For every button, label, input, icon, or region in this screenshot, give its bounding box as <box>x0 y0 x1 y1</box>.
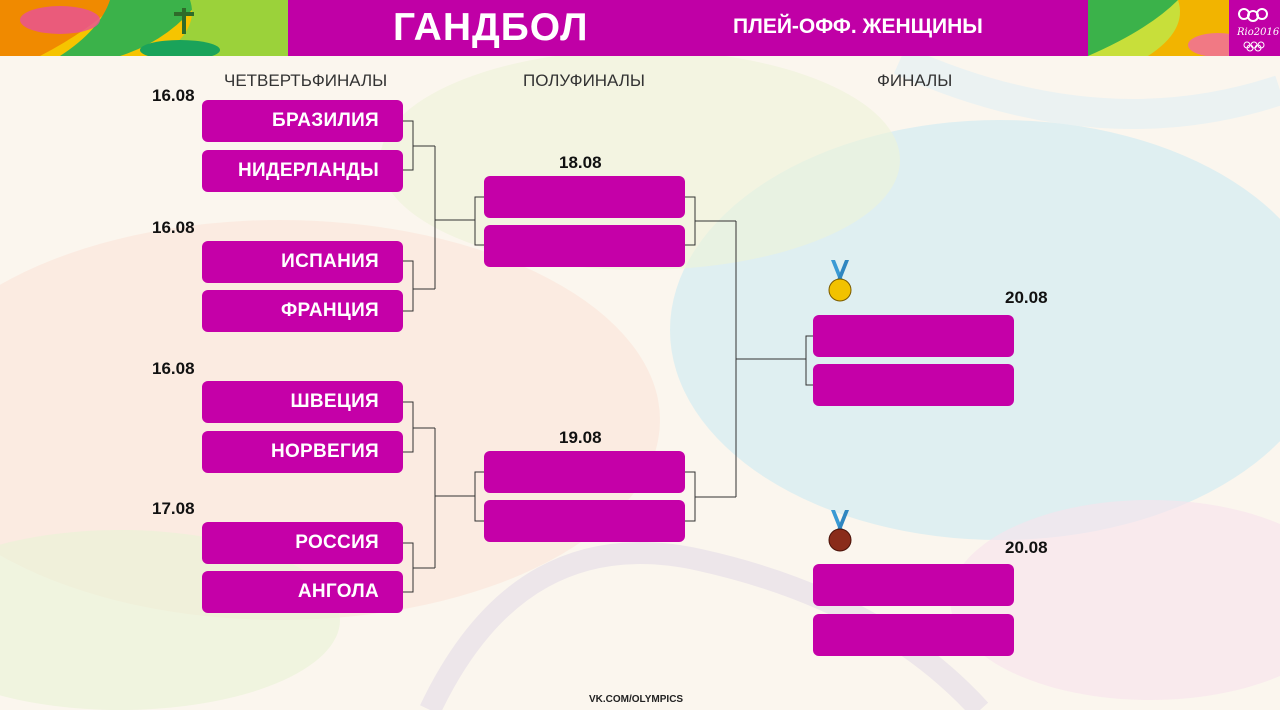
qf1-team2: НИДЕРЛАНДЫ <box>202 150 403 192</box>
qf2-date: 16.08 <box>152 218 195 238</box>
sf1-team1 <box>484 176 685 218</box>
footer-credit: VK.COM/OLYMPICS <box>589 694 683 705</box>
sf1-team2 <box>484 225 685 267</box>
page-subtitle: ПЛЕЙ-ОФФ. ЖЕНЩИНЫ <box>733 15 983 39</box>
bronze-team1 <box>813 564 1014 606</box>
qf3-date: 16.08 <box>152 359 195 379</box>
qf4-team1: РОССИЯ <box>202 522 403 564</box>
sf2-team2 <box>484 500 685 542</box>
header-decoration-left <box>0 0 288 56</box>
rio2016-logo: Rio2016 <box>1229 0 1280 56</box>
round-label-quarterfinals: ЧЕТВЕРТЬФИНАЛЫ <box>224 71 387 91</box>
logo-text: Rio2016 <box>1237 27 1279 38</box>
round-label-semifinals: ПОЛУФИНАЛЫ <box>523 71 645 91</box>
qf4-date: 17.08 <box>152 499 195 519</box>
qf3-team2: НОРВЕГИЯ <box>202 431 403 473</box>
qf1-team1: БРАЗИЛИЯ <box>202 100 403 142</box>
qf3-team1: ШВЕЦИЯ <box>202 381 403 423</box>
bronze-team2 <box>813 614 1014 656</box>
final-date: 20.08 <box>1005 288 1048 308</box>
sf2-team1 <box>484 451 685 493</box>
qf2-team1: ИСПАНИЯ <box>202 241 403 283</box>
page-title: ГАНДБОЛ <box>393 6 589 50</box>
final-team2 <box>813 364 1014 406</box>
bronze-date: 20.08 <box>1005 538 1048 558</box>
qf1-date: 16.08 <box>152 86 195 106</box>
qf2-team2: ФРАНЦИЯ <box>202 290 403 332</box>
header-bar: ГАНДБОЛ ПЛЕЙ-ОФФ. ЖЕНЩИНЫ <box>288 0 1088 56</box>
sf1-date: 18.08 <box>559 153 602 173</box>
round-label-finals: ФИНАЛЫ <box>877 71 952 91</box>
final-team1 <box>813 315 1014 357</box>
gold-medal-icon <box>824 258 856 304</box>
sf2-date: 19.08 <box>559 428 602 448</box>
qf4-team2: АНГОЛА <box>202 571 403 613</box>
bronze-medal-icon <box>824 508 856 554</box>
